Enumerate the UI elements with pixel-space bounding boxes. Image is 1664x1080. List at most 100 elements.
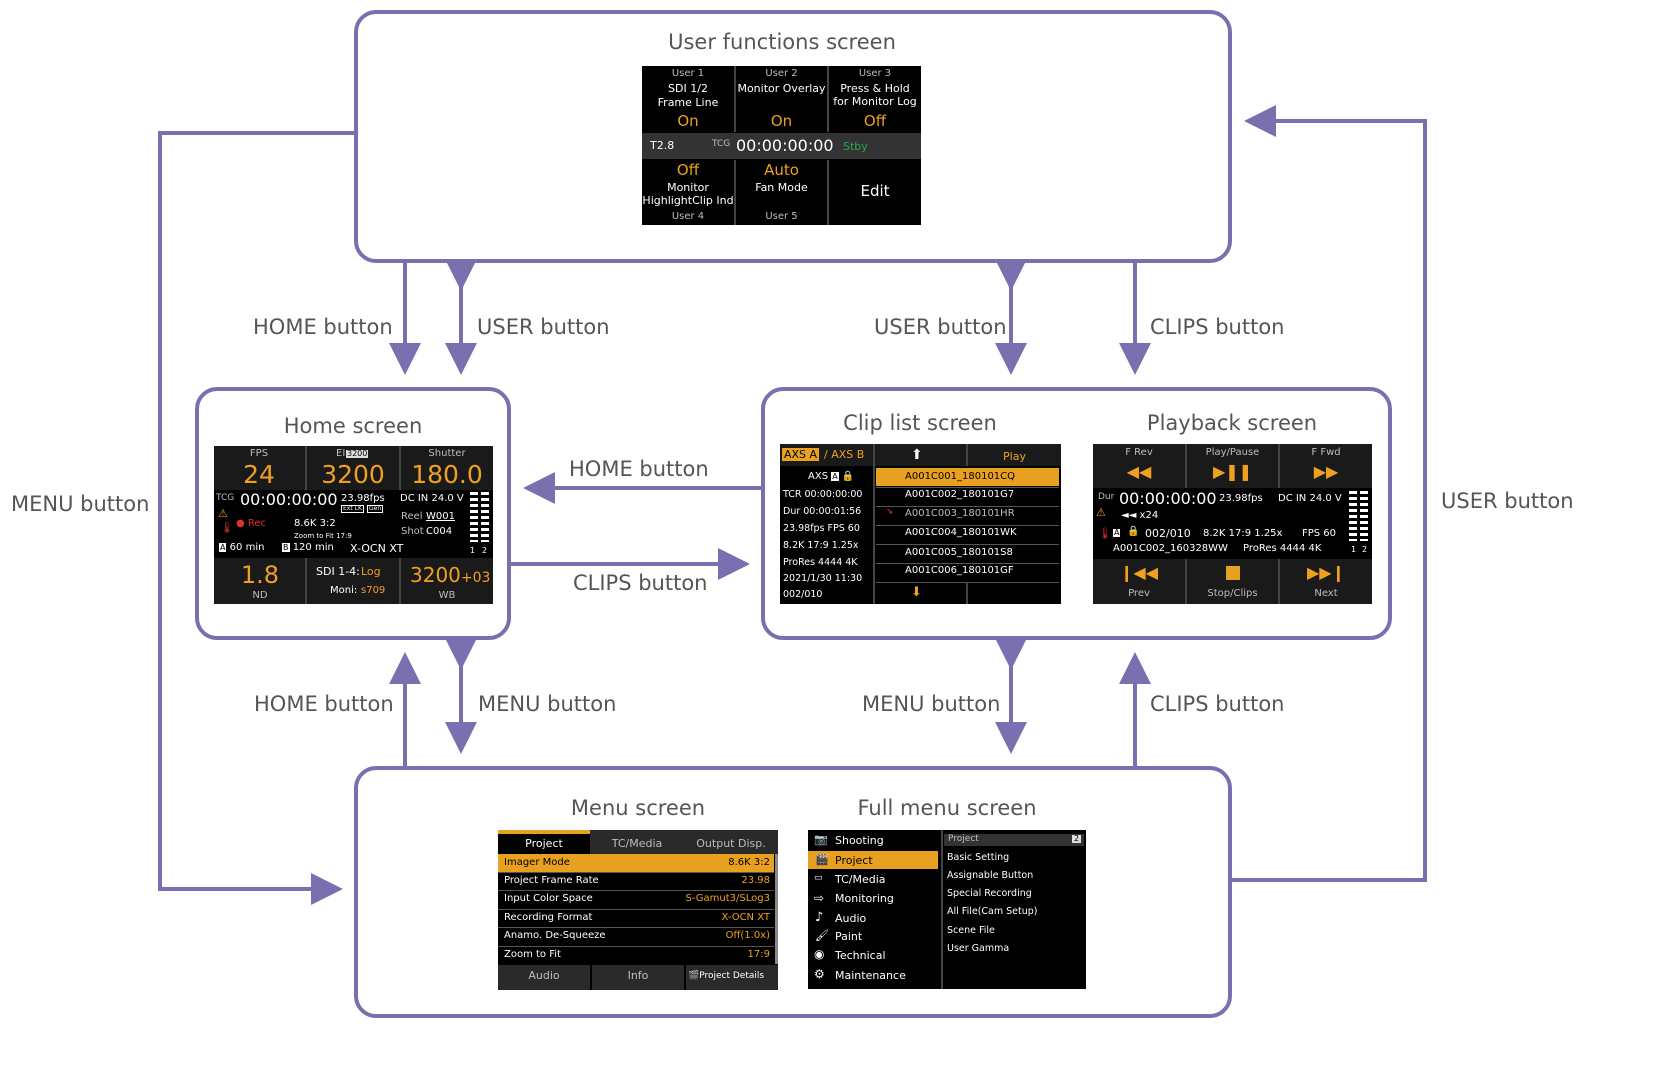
sub-basic-setting[interactable]: Basic Setting — [947, 852, 1010, 863]
sub-user-gamma[interactable]: User Gamma — [947, 943, 1010, 954]
playback-clip-name: A001C002_160328WW — [1113, 543, 1228, 554]
fps-value[interactable]: 24 — [243, 460, 275, 489]
scrollbar[interactable] — [775, 854, 778, 964]
tcg-label: TCG — [216, 493, 235, 503]
menu-row-selected[interactable] — [498, 854, 774, 872]
t-stop: T2.8 — [650, 139, 675, 152]
info-button[interactable]: Info — [627, 969, 649, 982]
project-details-button[interactable]: 🎬Project Details — [688, 972, 764, 981]
prev-label[interactable]: Prev — [1128, 588, 1150, 599]
next-icon[interactable]: ▶▶❙ — [1306, 563, 1345, 582]
paint-icon: 🖌 — [815, 929, 829, 942]
lock-icon: 🔒 — [841, 471, 855, 482]
tab-project[interactable]: Project — [525, 837, 563, 850]
user5-cell[interactable]: Auto Fan Mode User 5 — [736, 160, 827, 225]
user5-foot: User 5 — [765, 211, 798, 222]
user4-cell[interactable]: Off Monitor HighlightClip Ind User 4 — [642, 160, 734, 225]
clip-row-6[interactable]: A001C006_180101GF — [905, 565, 1014, 576]
item-monitoring[interactable]: Monitoring — [835, 892, 894, 905]
temperature-icon: 🌡 — [1098, 527, 1112, 540]
row-6-key[interactable]: Zoom to Fit — [504, 949, 561, 960]
technical-icon: ◉ — [814, 947, 825, 961]
user1-line2: Frame Line — [657, 96, 719, 109]
media-b: B 120 min — [282, 543, 334, 553]
moni-value[interactable]: s709 — [361, 585, 386, 596]
stop-label[interactable]: Stop/Clips — [1207, 588, 1258, 599]
row-4-key[interactable]: Recording Format — [504, 912, 593, 923]
sub-scene-file[interactable]: Scene File — [947, 925, 995, 936]
tab-tc-media[interactable]: TC/Media — [611, 837, 663, 850]
row-2-key[interactable]: Project Frame Rate — [504, 875, 599, 886]
row-5-value: Off(1.0x) — [725, 930, 770, 941]
info-line-4: 8.2K 17:9 1.25x — [783, 540, 859, 551]
item-technical[interactable]: Technical — [835, 949, 886, 962]
tab-axs-a[interactable]: AXS A — [782, 448, 820, 461]
menu-title: Menu screen — [570, 796, 706, 820]
shutter-value[interactable]: 180.0 — [411, 460, 483, 489]
user1-cell[interactable]: User 1 SDI 1/2 Frame Line On — [642, 66, 734, 132]
stop-icon[interactable] — [1226, 566, 1240, 580]
playback-speed: ◄◄ x24 — [1121, 510, 1159, 521]
wb-tint: +03 — [460, 570, 491, 586]
tab-axs-b[interactable]: / AXS B — [824, 448, 865, 461]
media-a-icon: A — [219, 543, 227, 552]
fast-forward-icon[interactable]: ▶▶ — [1313, 462, 1339, 481]
clip-row-2[interactable]: A001C002_180101G7 — [905, 489, 1015, 500]
item-maintenance[interactable]: Maintenance — [835, 969, 906, 982]
play-button[interactable]: Play — [1003, 450, 1026, 463]
user5-line1: Fan Mode — [755, 181, 808, 194]
maintenance-icon: ⚙ — [814, 967, 825, 981]
ei-value[interactable]: 3200 — [321, 460, 385, 489]
clip-row-5[interactable]: A001C005_180101S8 — [905, 547, 1013, 558]
user4-line1: Monitor — [667, 181, 709, 194]
warning-icon: ⚠ — [1096, 506, 1106, 519]
edit-button[interactable]: Edit — [829, 160, 921, 225]
down-arrow-icon[interactable]: ⬇ — [911, 585, 922, 600]
next-label[interactable]: Next — [1314, 588, 1338, 599]
menu-screen: Project TC/Media Output Disp. Imager Mod… — [498, 830, 778, 990]
row-5-key[interactable]: Anamo. De-Squeeze — [504, 930, 606, 941]
rewind-icon[interactable]: ◀◀ — [1126, 462, 1152, 481]
user3-cell[interactable]: User 3 Press & Hold for Monitor Log Off — [829, 66, 921, 132]
clip-row-4[interactable]: A001C004_180101WK — [905, 527, 1017, 538]
item-tc-media[interactable]: TC/Media — [835, 873, 886, 886]
audio-ch2: 2 — [482, 546, 488, 555]
item-shooting[interactable]: Shooting — [835, 834, 884, 847]
user1-head: User 1 — [671, 68, 705, 79]
user2-cell[interactable]: User 2 Monitor Overlay On — [736, 66, 827, 132]
sub-all-file[interactable]: All File(Cam Setup) — [947, 906, 1038, 917]
wb-value[interactable]: 3200+03 — [410, 565, 490, 585]
audio-ch1: 1 — [470, 546, 476, 555]
item-project[interactable]: Project — [835, 854, 873, 867]
playback-rate: 23.98fps — [1219, 493, 1263, 504]
row-1-key[interactable]: Imager Mode — [504, 857, 570, 868]
prev-icon[interactable]: ❙◀◀ — [1119, 563, 1158, 582]
clip-row-selected[interactable] — [876, 468, 1059, 486]
sdi-value[interactable]: Log — [361, 565, 381, 578]
play-pause-icon[interactable]: ▶❚❚ — [1212, 462, 1253, 481]
row-3-key[interactable]: Input Color Space — [504, 893, 593, 904]
user4-foot: User 4 — [671, 211, 705, 222]
edit-label: Edit — [860, 182, 890, 200]
sub-assignable-button[interactable]: Assignable Button — [947, 870, 1034, 881]
up-arrow-icon[interactable]: ⬆ — [911, 447, 923, 463]
menu-loop-line — [158, 131, 355, 905]
item-audio[interactable]: Audio — [835, 912, 867, 925]
user4-value: Off — [676, 161, 700, 179]
item-paint[interactable]: Paint — [835, 930, 863, 943]
nd-label: ND — [252, 590, 268, 601]
row-3-value: S-Gamut3/SLog3 — [685, 893, 770, 904]
row-6-value: 17:9 — [747, 949, 770, 960]
sub-special-recording[interactable]: Special Recording — [947, 888, 1032, 899]
clip-row-3[interactable]: A001C003_180101HR — [905, 508, 1015, 519]
playback-dcin: DC IN 24.0 V — [1278, 493, 1342, 504]
tab-output-disp[interactable]: Output Disp. — [696, 837, 766, 850]
full-menu-selected[interactable] — [808, 851, 938, 869]
user4-line2: HighlightClip Ind — [642, 194, 734, 207]
nd-value[interactable]: 1.8 — [240, 561, 280, 589]
label-menu-button-right: MENU button — [862, 692, 1001, 716]
clip-row-1[interactable]: A001C001_180101CQ — [905, 471, 1016, 482]
user2-value: On — [770, 112, 793, 130]
label-home-button-mid: HOME button — [569, 457, 709, 481]
audio-button[interactable]: Audio — [528, 969, 560, 982]
